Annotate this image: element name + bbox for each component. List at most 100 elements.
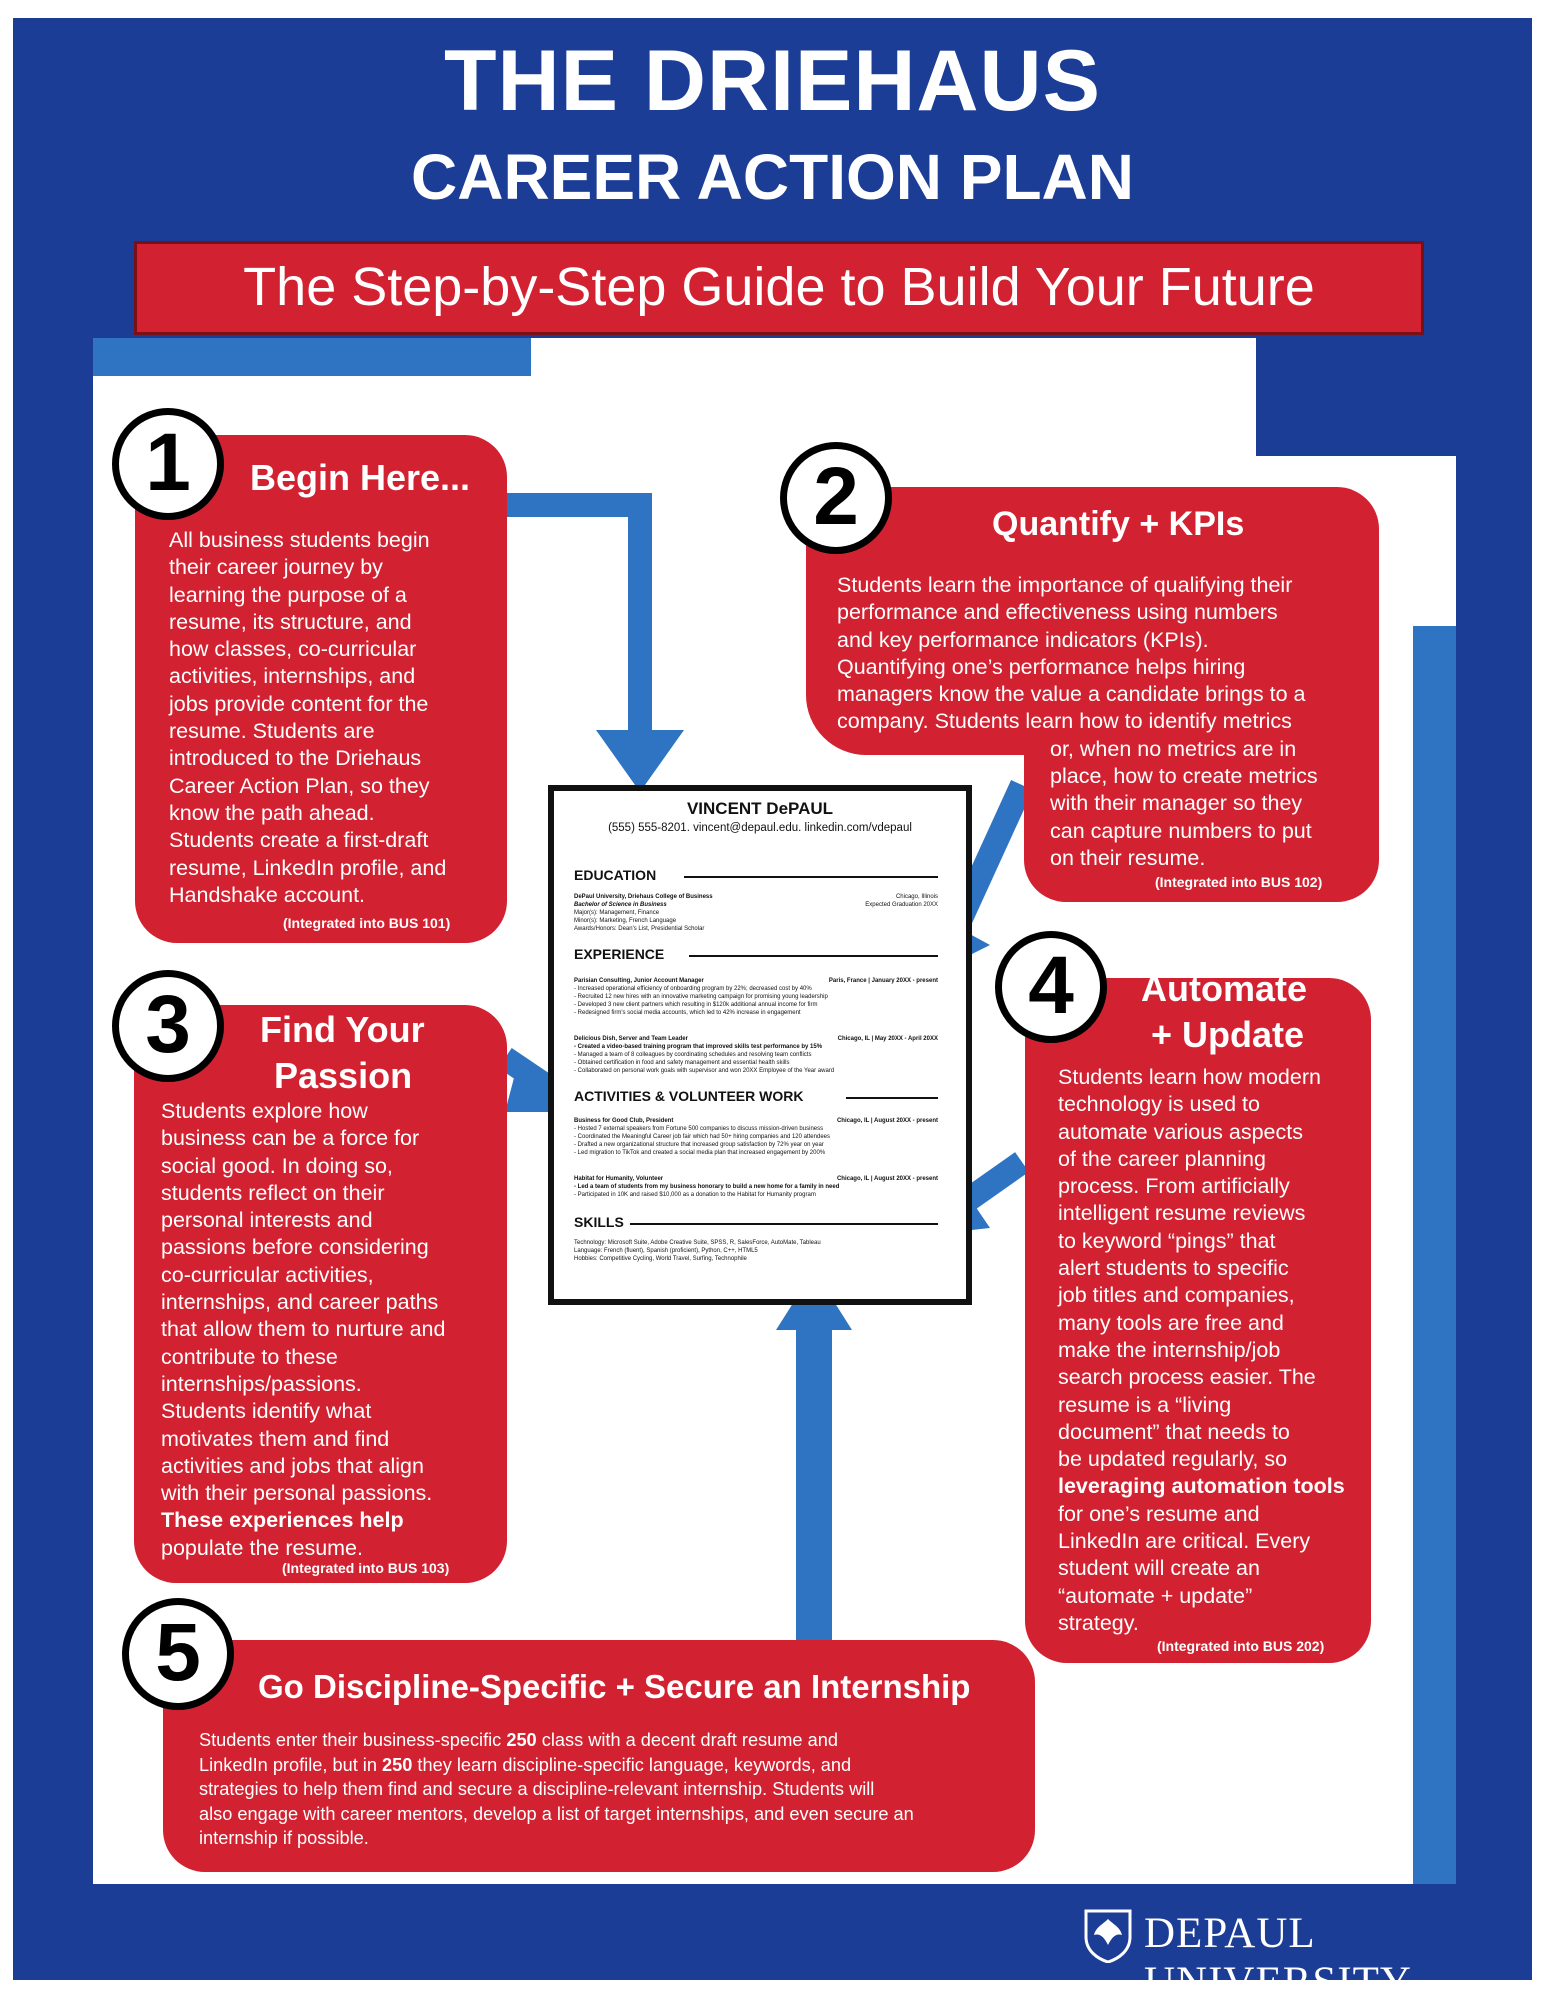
step3-body-line: co-curricular activities, <box>161 1262 374 1287</box>
step1-body-line: resume, LinkedIn profile, and <box>169 855 447 880</box>
step2-body-line: can capture numbers to put <box>1050 818 1312 843</box>
resume-edu-line: Bachelor of Science in Business <box>574 902 667 908</box>
resume-bullet: - Developed 3 new client partners which … <box>574 1002 818 1008</box>
resume-skill-line: Technology: Microsoft Suite, Adobe Creat… <box>574 1240 821 1246</box>
resume-bullet: - Collaborated on personal work goals wi… <box>574 1068 835 1074</box>
step5-badge: 5 <box>122 1598 234 1710</box>
decorative-notch <box>1256 338 1456 456</box>
step4-body-line: automate various aspects <box>1058 1119 1303 1144</box>
step4-title-line2: + Update <box>1151 1014 1305 1055</box>
step2-card-lower <box>1024 700 1379 902</box>
resume-section-activities: ACTIVITIES & VOLUNTEER WORK <box>574 1088 804 1104</box>
step3-body-line: business can be a force for <box>161 1126 420 1151</box>
step5-text-c: class with a decent draft resume and <box>536 1730 838 1750</box>
step3-body-line: motivates them and find <box>161 1426 390 1451</box>
step2-body-line: with their manager so they <box>1050 791 1303 816</box>
resume-bullet: - Drafted a new organizational structure… <box>574 1142 824 1148</box>
step1-title: Begin Here... <box>250 457 471 498</box>
step1-body-line: resume, its structure, and <box>169 609 412 634</box>
resume-edu-line: Awards/Honors: Dean's List, Presidential… <box>574 926 705 932</box>
step1-body-line: introduced to the Driehaus <box>169 746 422 771</box>
step3-title-line2: Passion <box>274 1055 413 1096</box>
step5-body-line: internship if possible. <box>199 1828 369 1848</box>
step4-body-line: technology is used to <box>1058 1092 1260 1117</box>
resume-divider <box>689 955 938 957</box>
step2-body-line: on their resume. <box>1050 845 1206 870</box>
step2-body-line: company. Students learn how to identify … <box>837 709 1292 734</box>
resume-section-education: EDUCATION <box>574 867 657 883</box>
step4-body-line: to keyword “pings” that <box>1058 1228 1276 1253</box>
depaul-logo: DEPAUL UNIVERSITY <box>1082 1905 1522 2006</box>
step1-body-line: activities, internships, and <box>169 664 416 689</box>
step4-course: (Integrated into BUS 202) <box>1157 1638 1325 1654</box>
resume-edu-right-line: Chicago, Illinois <box>895 894 938 900</box>
step2-body-line: Quantifying one’s performance helps hiri… <box>837 654 1246 679</box>
resume-edu-line: Minor(s): Marketing, French Language <box>574 918 677 924</box>
resume-skill-line: Hobbies: Competitive Cycling, World Trav… <box>574 1256 747 1262</box>
step4-body-line: process. From artificially <box>1058 1174 1290 1199</box>
step5-text-f: they learn discipline-specific language,… <box>412 1754 852 1775</box>
step3-badge: 3 <box>112 970 224 1082</box>
step5-text-d: LinkedIn profile, but in <box>199 1754 383 1775</box>
step4-body-line: strategy. <box>1058 1610 1139 1635</box>
step4-body-line: Students learn how modern <box>1058 1065 1321 1089</box>
step4-body-line: job titles and companies, <box>1058 1283 1295 1308</box>
step1-body-line: resume. Students are <box>169 719 375 744</box>
step3-body-line: students reflect on their <box>161 1180 385 1205</box>
step3-body-line: internships/passions. <box>161 1371 362 1396</box>
decorative-bar <box>1413 626 1456 1884</box>
step3-body-line: Students explore how <box>161 1099 368 1123</box>
resume-education-lines: DePaul University, Driehaus College of B… <box>574 893 713 933</box>
resume-contact: (555) 555-8201. vincent@depaul.edu. link… <box>608 822 912 834</box>
step4-body-line: make the internship/job <box>1058 1337 1281 1362</box>
step4-body-line: LinkedIn are critical. Every <box>1058 1529 1311 1554</box>
step3-card: Find Your Passion Students explore how bu… <box>134 1005 507 1583</box>
depaul-seal-icon <box>1084 1909 1132 1963</box>
step1-course: (Integrated into BUS 101) <box>283 915 451 931</box>
resume-divider <box>630 1223 938 1225</box>
page-title-subline: CAREER ACTION PLAN <box>411 141 1134 213</box>
resume-exp1-head: Parisian Consulting, Junior Account Mana… <box>574 978 704 984</box>
step2-body-line: performance and effectiveness using numb… <box>837 600 1278 625</box>
step5-body-line: also engage with career mentors, develop… <box>199 1803 914 1824</box>
step4-card: Automate + Update Students learn how mod… <box>1025 968 1371 1663</box>
step4-body-line: intelligent resume reviews <box>1058 1201 1306 1226</box>
step5-text-a: Students enter their business-specific <box>199 1730 507 1750</box>
resume-exp2-lines: - Created a video-based training program… <box>574 1043 834 1075</box>
step2-body-line: managers know the value a candidate brin… <box>837 682 1306 707</box>
step3-body-bold: These experiences help <box>161 1508 404 1533</box>
resume-bullet: - Recruited 12 new hires with an innovat… <box>574 994 828 1000</box>
step3-course: (Integrated into BUS 103) <box>282 1560 450 1576</box>
step5-title: Go Discipline-Specific + Secure an Inter… <box>258 1668 971 1705</box>
resume-section-skills: SKILLS <box>574 1214 624 1230</box>
resume-exp2-head: Delicious Dish, Server and Team Leader <box>574 1036 688 1042</box>
resume-bullet: - Managed a team of 8 colleagues by coor… <box>574 1052 812 1058</box>
step1-body-line: Handshake account. <box>169 882 366 907</box>
arrow-step1 <box>505 493 652 735</box>
resume-skills-lines: Technology: Microsoft Suite, Adobe Creat… <box>574 1239 821 1263</box>
resume-bullet: - Led a team of students from my busines… <box>574 1184 840 1190</box>
page-title: THE DRIEHAUS <box>443 33 1102 129</box>
step2-body: Students learn the importance of qualify… <box>837 572 1377 872</box>
step2-body-line: and key performance indicators (KPIs). <box>837 627 1209 652</box>
depaul-logo-text: DEPAUL UNIVERSITY <box>1144 1910 1412 2006</box>
resume-section-experience: EXPERIENCE <box>574 946 665 962</box>
step5-body-line2: LinkedIn profile, but in 250 they learn … <box>199 1753 1029 1778</box>
step5-text-b: 250 <box>506 1730 537 1750</box>
step3-body-line: internships, and career paths <box>161 1290 439 1315</box>
step5-body: Students enter their business-specific 2… <box>199 1728 1029 1851</box>
step3-body-end: populate the resume. <box>161 1535 363 1560</box>
step2-body-line: Students learn the importance of qualify… <box>837 573 1293 597</box>
step1-body-line: All business students begin <box>169 528 430 552</box>
resume-act2-head: Habitat for Humanity, Volunteer <box>574 1176 664 1182</box>
step1-body-line: how classes, co-curricular <box>169 637 417 662</box>
step1-badge: 1 <box>112 408 224 520</box>
resume-exp1-right: Paris, France | January 20XX - present <box>828 978 938 984</box>
step4-badge: 4 <box>995 931 1107 1043</box>
step3-title-line1: Find Your <box>260 1009 425 1050</box>
resume-skill-line: Language: French (fluent), Spanish (prof… <box>574 1248 758 1254</box>
arrow-step1-head <box>596 730 684 792</box>
step4-body-line: for one’s resume and <box>1058 1501 1260 1526</box>
resume-bullet: - Coordinated the Meaningful Career job … <box>574 1134 830 1140</box>
